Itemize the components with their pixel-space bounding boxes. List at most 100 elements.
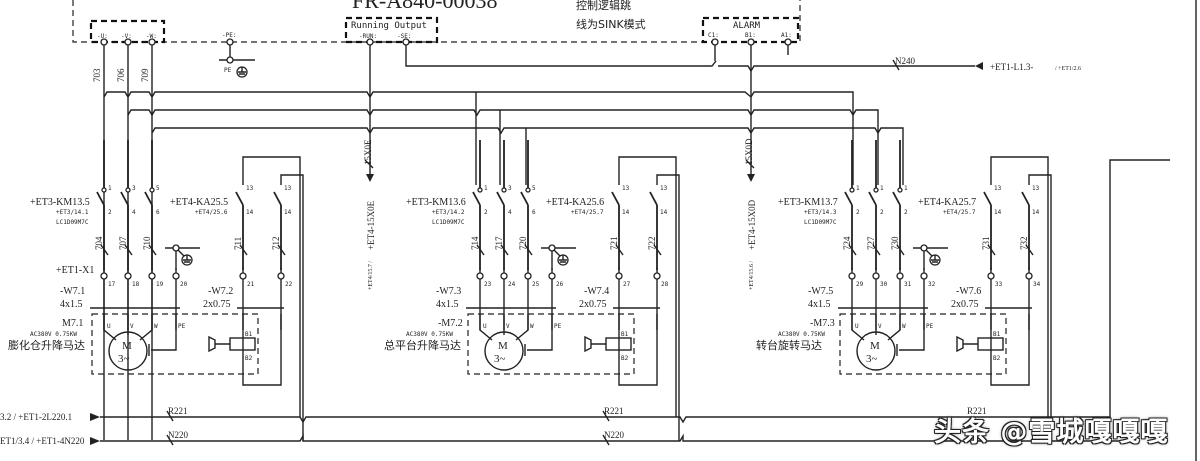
contactor-pin-bot: 4 (132, 209, 136, 216)
n240-label: N240 (895, 56, 915, 66)
wire-number: 727 (866, 236, 876, 250)
relay-ref: +ET4/25.7 (571, 209, 604, 216)
cable2-spec: 2x0.75 (951, 299, 979, 310)
cable1-spec: 4x1.5 (808, 299, 831, 310)
contactor-pin-top: 3 (132, 185, 136, 192)
motor-rating: AC380V 0.75KW (30, 331, 77, 338)
contactor-pin-top: 1 (484, 185, 488, 192)
motor-rating: AC380V 0.75KW (406, 331, 453, 338)
wire-number: 724 (842, 236, 852, 250)
running-output-label: Running Output (351, 21, 427, 31)
contactor-pin-top: 1 (880, 185, 884, 192)
motor-letter: M (122, 340, 132, 352)
cable2-spec: 2x0.75 (579, 299, 607, 310)
motor-v: V (878, 323, 882, 330)
wire-709: 709 (140, 68, 150, 82)
motor-v: V (130, 323, 134, 330)
terminal-number: 31 (904, 281, 912, 288)
relay-ref: +ET4/25.6 (195, 209, 228, 216)
contactor-pin-top: 3 (508, 185, 512, 192)
contactor-pin-top: 5 (156, 185, 160, 192)
bus-r-source: 3.2 / +ET1-2L220.1 (0, 412, 72, 422)
term-u-label: -U: (97, 33, 108, 40)
motor-phase: 3~ (494, 353, 506, 365)
term-run-label: -RUN: (359, 33, 377, 40)
pe-label: PE (926, 323, 934, 330)
motor-u: U (483, 323, 487, 330)
term-b1-label: B1: (745, 32, 756, 39)
wire-number: 712 (271, 237, 281, 251)
relay-pin-bot: 14 (622, 209, 630, 216)
alarm-box (701, 16, 800, 44)
terminal-strip-label: +ET1-X1 (56, 265, 94, 276)
wire-number: 710 (142, 236, 152, 250)
bus-r-wire-3: R221 (967, 406, 987, 416)
contactor-pin-bot: 2 (484, 209, 488, 216)
signal-15x0e: 15X0E +ET4-15X0E +ET4/15.7 / (363, 139, 376, 290)
bottom-bus: 3.2 / +ET1-2L220.1 ET1/3.4 / +ET1-4N220 … (0, 159, 1170, 446)
n240-arrow (975, 62, 983, 70)
bus-n-source: ET1/3.4 / +ET1-4N220 (0, 436, 85, 446)
terminal-number: 29 (856, 281, 864, 288)
motor-group-2: +ET3-KM13.6+ET3/14.2LC1D09M7C+ET4-KA25.6… (384, 140, 680, 441)
pe-label: PE (178, 323, 186, 330)
svg-text:+ET4/15.6 /: +ET4/15.6 / (749, 261, 755, 290)
motor-name: 膨化仓升降马达 (8, 338, 85, 352)
cable2-label: -W7.2 (208, 286, 233, 297)
bus-r-wire-1: R221 (168, 406, 188, 416)
signal-15x0d: 15X0D +ET4-15X0D +ET4/15.6 / (744, 138, 757, 290)
contactor-ref: +ET3/14.3 (804, 209, 837, 216)
contactor-pin-top: 1 (856, 185, 860, 192)
motor-w: W (154, 323, 158, 330)
wire-number: 714 (470, 236, 480, 250)
n240-source: +ET1-L1.3- (990, 62, 1033, 72)
term-se-label: -SE: (397, 33, 411, 40)
contactor-pin-top: 5 (532, 185, 536, 192)
drive-model: FR-A840-00038 (352, 0, 497, 13)
svg-text:15X0E: 15X0E (363, 139, 373, 165)
terminal-number: 17 (108, 281, 116, 288)
wire-706: 706 (116, 68, 126, 82)
contactor-label: +ET3-KM13.6 (406, 197, 466, 208)
relay-pin-bot: 14 (660, 209, 668, 216)
wire-number: 707 (118, 236, 128, 250)
logic-note-1: 控制逻辑跳 (576, 0, 631, 12)
cable1-spec: 4x1.5 (436, 299, 459, 310)
motor-icon (856, 331, 896, 371)
contactor-type: LC1D09M7C (432, 219, 465, 226)
motor-group-1: +ET3-KM13.5+ET3/14.1LC1D09M7C+ET4-KA25.5… (8, 140, 304, 441)
relay-pin-top: 13 (622, 185, 630, 192)
contactor-pin-bot: 6 (532, 209, 536, 216)
terminal-number: 23 (484, 281, 492, 288)
terminal-number: 25 (532, 281, 540, 288)
cable2-spec: 2x0.75 (203, 299, 231, 310)
relay-label: +ET4-KA25.6 (546, 197, 604, 208)
terminal-number: 34 (1033, 281, 1041, 288)
motor-u: U (107, 323, 111, 330)
terminal-number: 20 (180, 281, 188, 288)
brake-b2: B2 (993, 355, 1001, 362)
brake-b2: B2 (621, 355, 629, 362)
drive-pe-ground: PE (219, 45, 255, 78)
cable1-label: -W7.5 (808, 286, 833, 297)
drive-pe-label: PE (224, 67, 232, 74)
terminal-number: 24 (508, 281, 516, 288)
svg-text:+ET4/15.7 /: +ET4/15.7 / (368, 261, 374, 290)
terminal-number: 30 (880, 281, 888, 288)
svg-text:15X0D: 15X0D (744, 138, 754, 165)
bus-r-wire-2: R221 (604, 406, 624, 416)
terminal-number: 19 (156, 281, 164, 288)
logic-note-2: 线为SINK模式 (576, 17, 646, 31)
cable1-spec: 4x1.5 (60, 299, 83, 310)
alarm-label: ALARM (733, 21, 761, 31)
relay-label: +ET4-KA25.5 (170, 197, 228, 208)
motor-group-3: +ET3-KM13.7+ET3/14.3LC1D09M7C+ET4-KA25.7… (756, 140, 1052, 441)
watermark: 头条 @雪城嘎嘎嘎 (934, 417, 1169, 448)
term-c1-label: C1: (708, 32, 719, 39)
motor-letter: M (498, 340, 508, 352)
terminal-number: 22 (285, 281, 293, 288)
contactor-pin-top: 1 (108, 185, 112, 192)
relay-pin-top: 13 (246, 185, 254, 192)
contactor-pin-bot: 4 (508, 209, 512, 216)
